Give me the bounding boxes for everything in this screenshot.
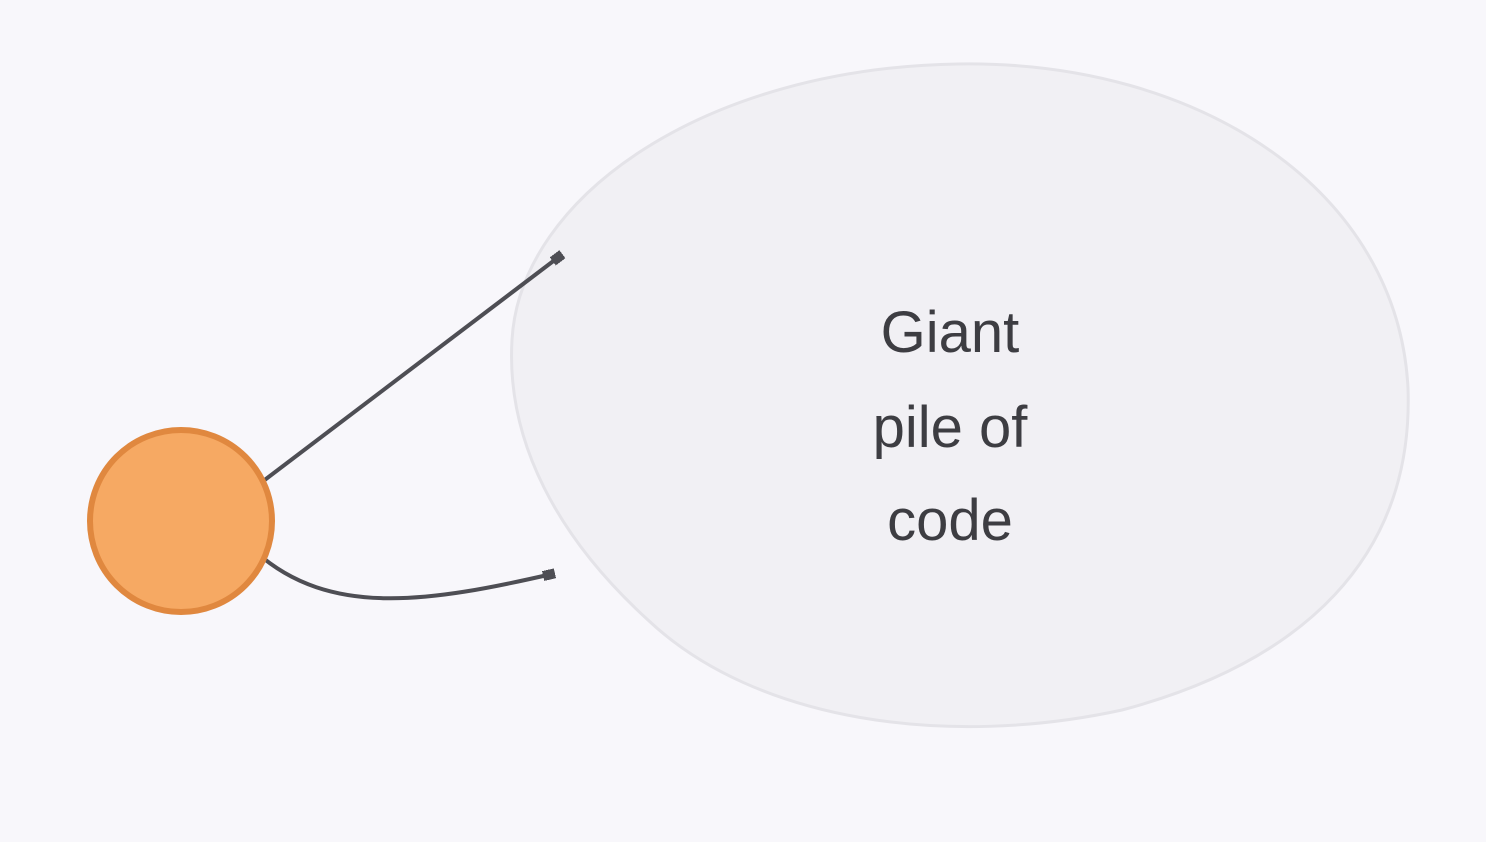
arrow-to-blob-top	[260, 256, 560, 484]
arrow-to-blob-bottom	[254, 550, 552, 601]
blob-label-line-3: code	[887, 488, 1013, 553]
code-pile-blob	[510, 62, 1410, 729]
blob-label-line-1: Giant	[881, 300, 1020, 365]
orange-node-circle	[87, 427, 275, 615]
blob-label-line-2: pile of	[873, 395, 1029, 460]
